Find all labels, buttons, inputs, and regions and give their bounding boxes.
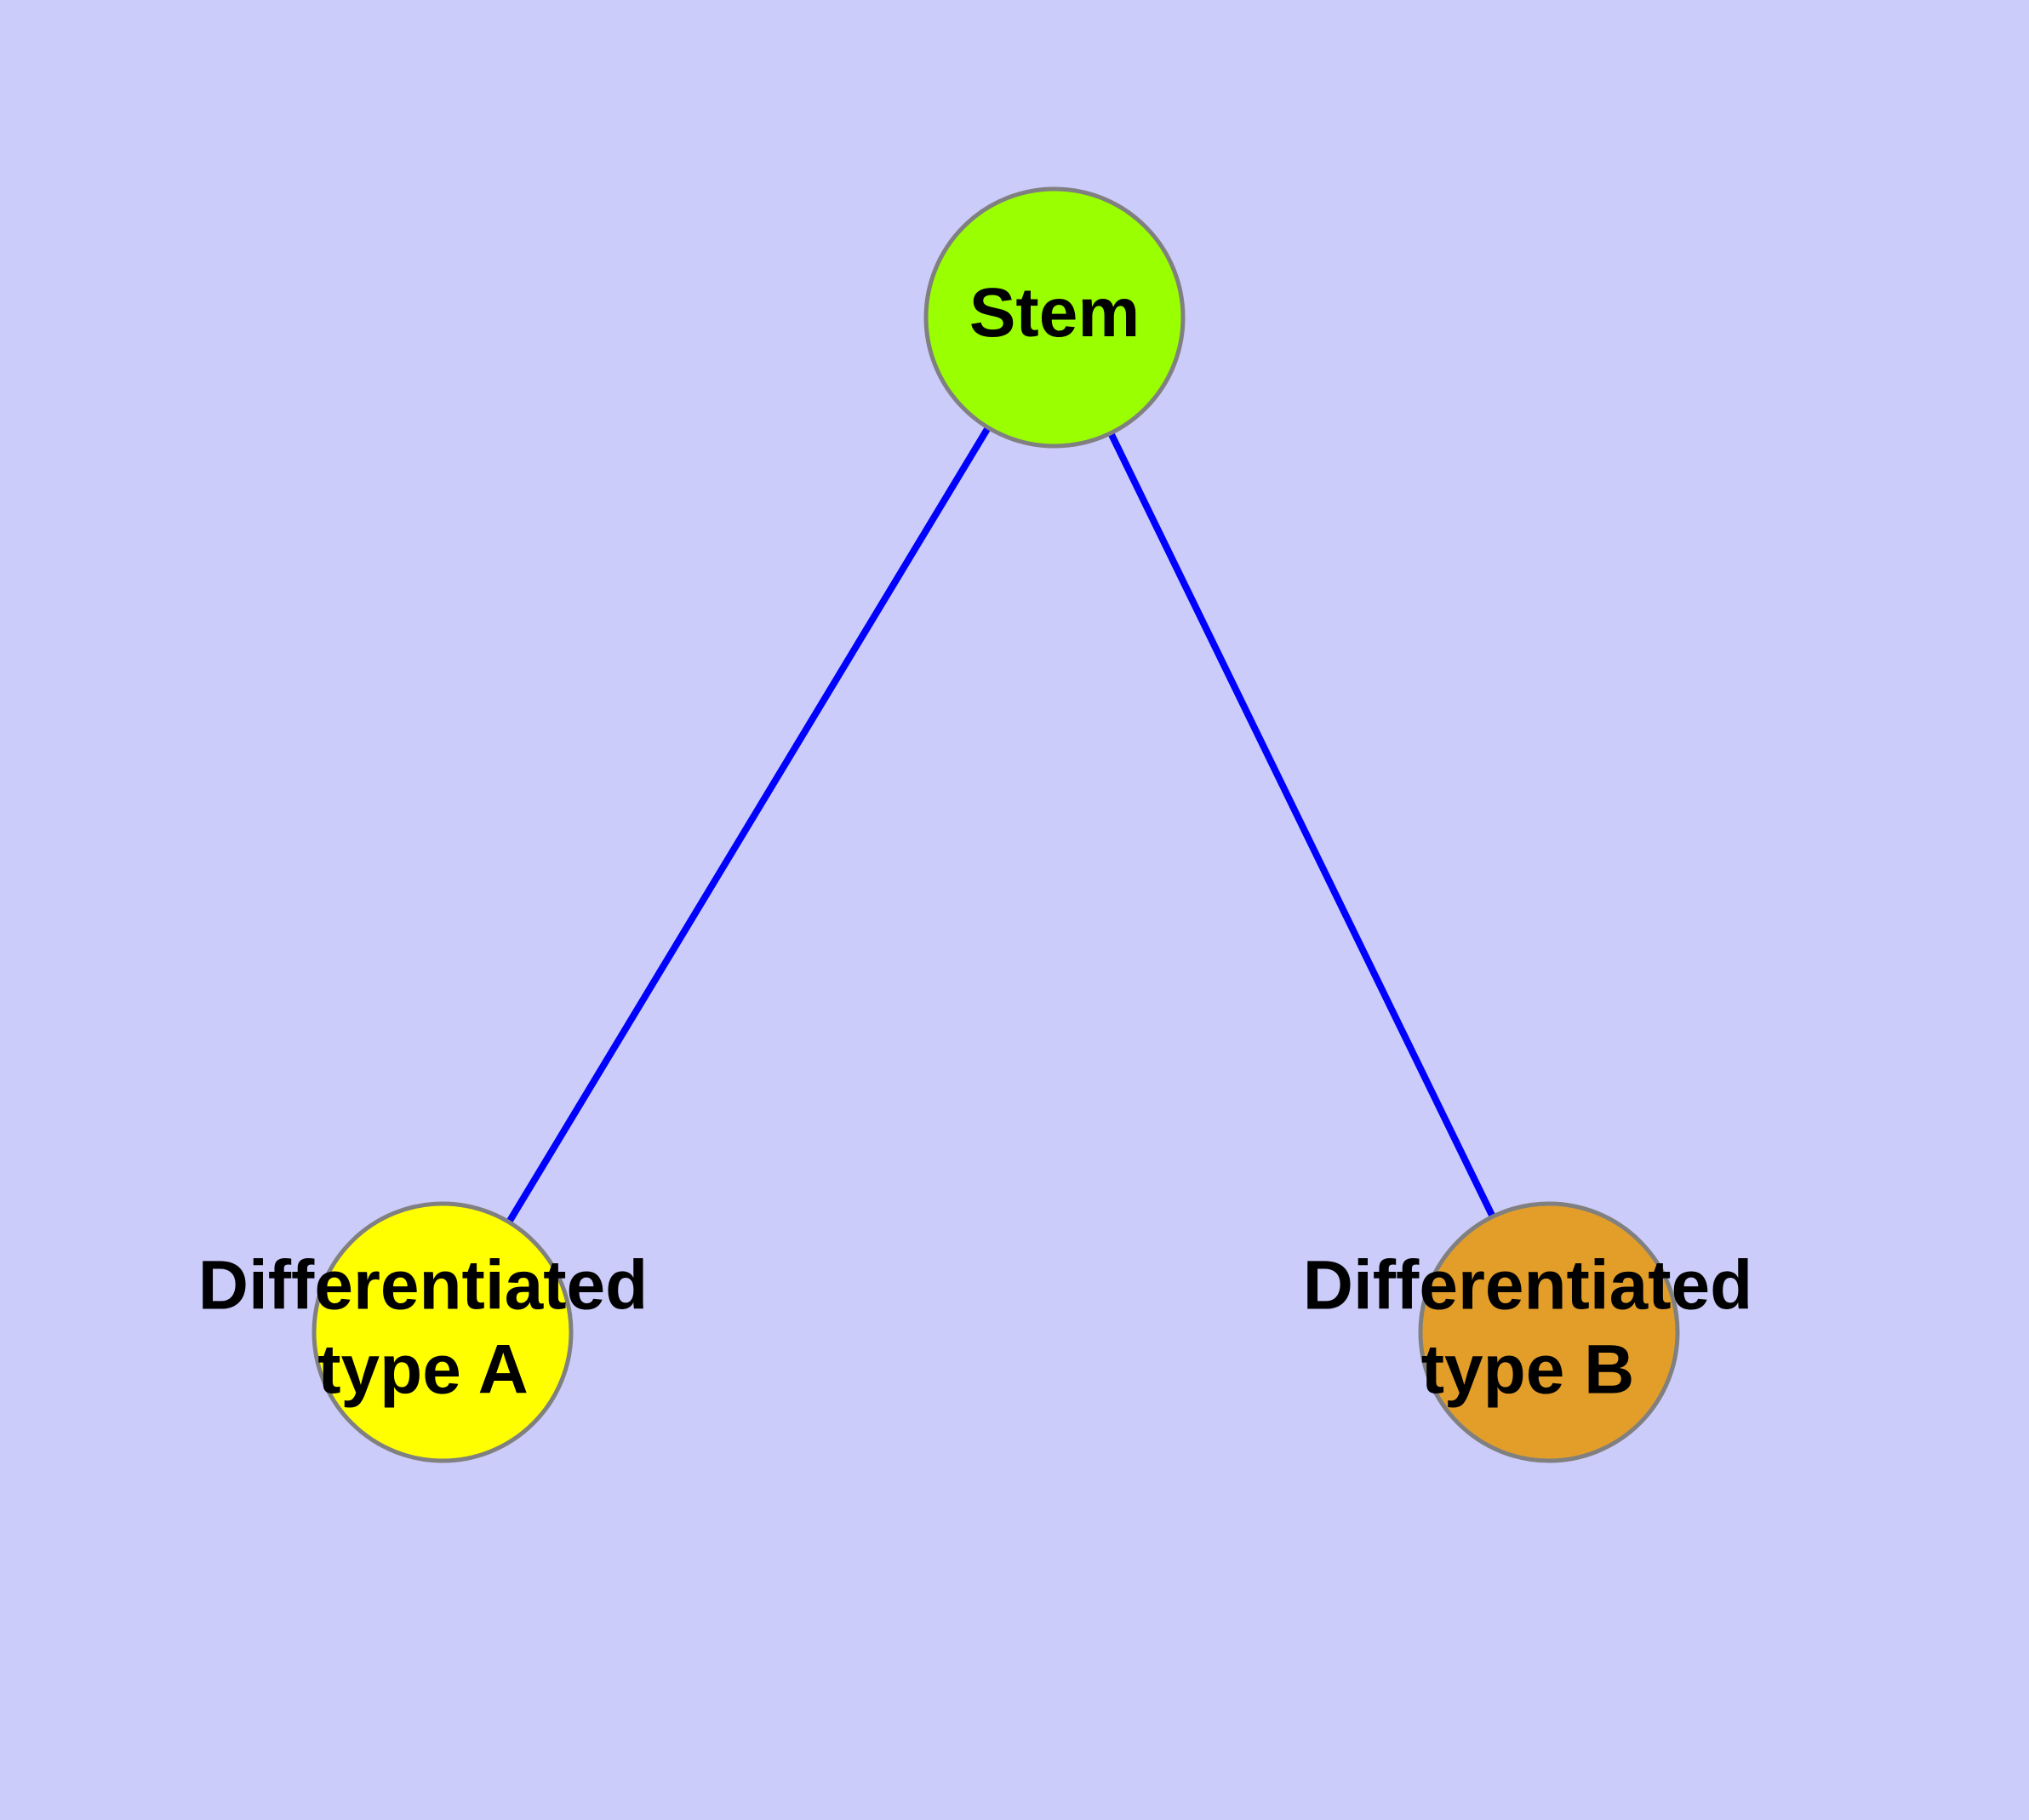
node-diff-b[interactable]: [1418, 1201, 1680, 1463]
node-label-line: Stem: [969, 274, 1140, 352]
node-label-stem: Stem: [969, 274, 1140, 352]
node-label-line: type B: [1421, 1331, 1635, 1408]
node-label-line: Differentiated: [1303, 1246, 1753, 1324]
edge-stem-to-diff-a[interactable]: [506, 426, 992, 1224]
edge-layer: [506, 426, 1496, 1224]
edge-stem-to-diff-b[interactable]: [1107, 431, 1496, 1219]
node-diff-a[interactable]: [311, 1201, 574, 1463]
node-stem[interactable]: [923, 186, 1186, 449]
node-label-line: type A: [317, 1331, 529, 1408]
node-label-line: Differentiated: [198, 1246, 649, 1324]
node-layer: [311, 186, 1680, 1463]
